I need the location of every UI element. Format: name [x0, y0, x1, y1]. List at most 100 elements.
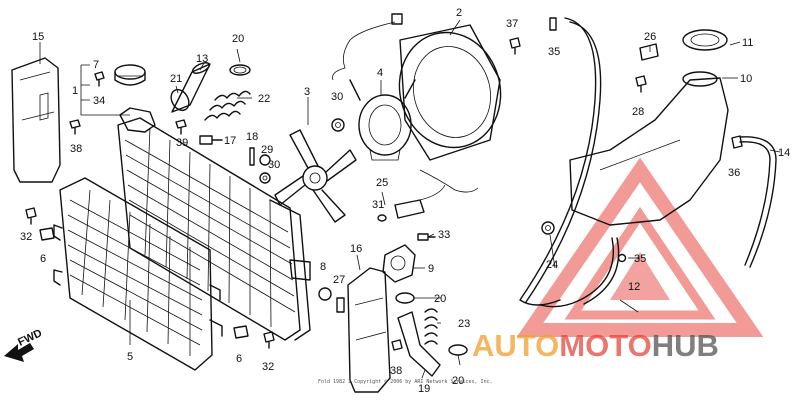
label-19: 19	[418, 383, 430, 395]
grommet-part-8	[318, 287, 332, 301]
svg-text:AUTOMOTOHUB: AUTOMOTOHUB	[472, 328, 719, 363]
grommet-part-29	[259, 154, 271, 166]
bolt-part-32a	[25, 207, 37, 225]
washer-part-31	[377, 214, 387, 222]
fitting-part-35b	[617, 253, 627, 263]
cushion-part-6a	[39, 227, 55, 241]
tube-part-12	[539, 237, 620, 308]
label-25: 25	[376, 177, 388, 189]
tank-cap-part-11	[682, 29, 728, 51]
spring-part-22	[204, 90, 251, 121]
left-shroud-part-15	[11, 57, 61, 183]
clamp-part-20c	[448, 344, 468, 356]
watermark-logo-icon	[516, 157, 764, 337]
label-22: 22	[258, 93, 270, 105]
bolt-part-39	[175, 119, 187, 135]
thermostat-housing-part-9	[382, 244, 416, 283]
label-9: 9	[428, 263, 434, 275]
label-6b: 6	[236, 353, 242, 365]
reserve-tank-part-10	[569, 71, 729, 226]
label-10: 10	[740, 73, 752, 85]
nut-part-30a	[259, 172, 271, 184]
watermark-text: AUTOMOTOHUB	[472, 328, 719, 363]
breather-tube-part-14	[739, 136, 777, 268]
clamp-part-21	[170, 88, 190, 112]
label-35b: 35	[634, 253, 646, 265]
label-32a: 32	[20, 231, 32, 243]
label-4: 4	[377, 67, 383, 79]
label-24: 24	[546, 259, 558, 271]
radiator-core	[117, 107, 311, 341]
label-11: 11	[742, 37, 753, 49]
watermark-hub: HUB	[652, 328, 719, 363]
label-12: 12	[628, 281, 640, 293]
spring-part-23	[424, 308, 438, 345]
label-37: 37	[506, 18, 518, 30]
bolt-part-28	[635, 75, 647, 93]
thermo-switch-part-25	[394, 184, 446, 219]
label-20a: 20	[232, 33, 244, 45]
label-32b: 32	[262, 361, 274, 373]
label-34: 34	[93, 95, 105, 107]
nut-part-30b	[331, 118, 345, 132]
label-38b: 38	[390, 365, 402, 377]
label-2: 2	[456, 7, 462, 19]
leader-lines	[39, 19, 781, 379]
bolt-part-38a	[69, 119, 81, 135]
label-20b: 20	[434, 293, 446, 305]
pin-part-18	[249, 147, 255, 166]
label-36: 36	[728, 167, 740, 179]
label-13: 13	[196, 53, 208, 65]
label-33: 33	[438, 229, 450, 241]
bolt-part-37	[509, 37, 521, 55]
watermark-auto: AUTO	[472, 328, 559, 363]
fan-shroud-part-2	[398, 24, 502, 161]
copyright-text: Fold 1982 2 Copyright © 2006 by ARI Netw…	[318, 379, 493, 385]
label-17: 17	[224, 135, 236, 147]
cushion-part-6b	[233, 325, 249, 339]
label-18: 18	[246, 131, 258, 143]
label-20c: 20	[452, 375, 464, 387]
clamp-part-20b	[395, 292, 415, 304]
clip-part-36	[731, 135, 743, 149]
label-39: 39	[176, 137, 188, 149]
bolt-part-32b	[263, 331, 275, 349]
right-shroud-part-16	[347, 267, 391, 393]
label-3: 3	[304, 86, 310, 98]
grommet-part-24	[541, 221, 555, 235]
forward-arrow-icon: FWD	[4, 327, 44, 362]
overflow-tube	[519, 17, 602, 306]
label-16: 16	[350, 243, 362, 255]
label-29: 29	[261, 144, 273, 156]
label-27: 27	[333, 274, 345, 286]
hose-part-13	[171, 62, 211, 113]
label-6a: 6	[40, 253, 46, 265]
label-26: 26	[644, 31, 656, 43]
clamp-part-20a	[229, 64, 251, 76]
label-1: 1	[72, 85, 78, 97]
bolt-part-33	[417, 233, 436, 241]
label-31: 31	[372, 199, 384, 211]
radiator-grille-part-5	[53, 177, 223, 371]
label-5: 5	[127, 351, 133, 363]
bolt-part-27	[336, 297, 345, 313]
hose-part-19	[397, 311, 441, 377]
fitting-part-35a	[549, 17, 557, 31]
fan-blade-part-3	[274, 129, 357, 223]
bolt-part-38b	[391, 339, 403, 351]
label-8: 8	[320, 261, 326, 273]
label-28: 28	[632, 106, 644, 118]
label-38a: 38	[70, 143, 82, 155]
label-23: 23	[458, 318, 470, 330]
label-14: 14	[778, 147, 790, 159]
label-plate-part-26	[639, 43, 659, 61]
label-30b: 30	[331, 91, 343, 103]
watermark-moto: MOTO	[559, 328, 651, 363]
bolt-part-34	[94, 71, 105, 87]
label-35a: 35	[548, 46, 560, 58]
part-number-labels: 1 2 3 4 5 6 6 7 8 9 10 11 12 13 14 15 16…	[20, 7, 790, 395]
label-7: 7	[93, 59, 99, 71]
radiator-cap-part-7	[114, 64, 146, 86]
label-21: 21	[170, 73, 182, 85]
